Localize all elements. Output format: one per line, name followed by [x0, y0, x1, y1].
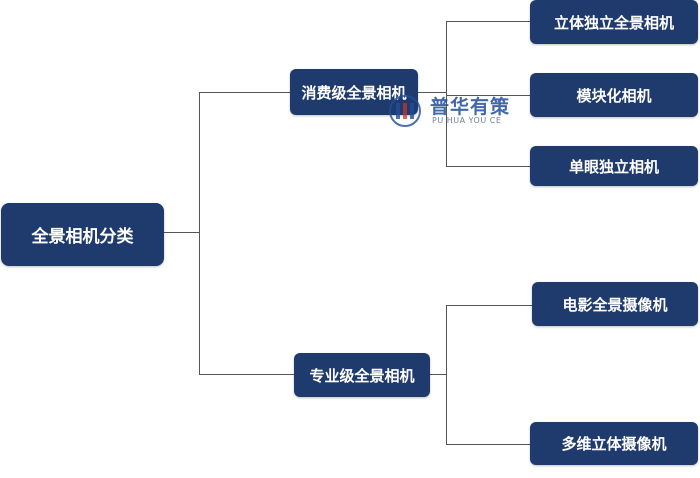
connector-consumer-to-child-2 — [446, 95, 530, 96]
root-label: 全景相机分类 — [31, 227, 134, 247]
connector-consumer-stem — [418, 92, 447, 93]
leaf-label-modular: 模块化相机 — [576, 86, 652, 105]
connector-consumer-to-child-1 — [446, 21, 530, 22]
leaf-node-cinema-panoramic: 电影全景摄像机 — [532, 282, 698, 326]
watermark-subtitle: PU HUA YOU CE — [432, 116, 502, 125]
connector-root-trunk — [199, 92, 200, 375]
leaf-node-multidimensional: 多维立体摄像机 — [530, 422, 698, 465]
connector-consumer-to-child-3 — [446, 166, 530, 167]
watermark-name: 普华有策 — [430, 96, 511, 118]
leaf-label-multidimensional: 多维立体摄像机 — [561, 435, 667, 453]
connector-professional-trunk — [446, 305, 447, 445]
root-node: 全景相机分类 — [1, 203, 164, 266]
connector-root-stem — [164, 232, 200, 233]
branch-label-professional: 专业级全景相机 — [309, 366, 415, 385]
branch-node-professional: 专业级全景相机 — [294, 353, 430, 397]
leaf-label-cinema-panoramic: 电影全景摄像机 — [562, 295, 668, 314]
leaf-label-single-lens: 单眼独立相机 — [568, 157, 659, 176]
connector-professional-to-child-1 — [446, 305, 532, 306]
branch-label-consumer: 消费级全景相机 — [301, 83, 407, 102]
leaf-node-modular: 模块化相机 — [530, 73, 698, 117]
leaf-label-stereo-standalone: 立体独立全景相机 — [553, 13, 674, 32]
branch-node-consumer: 消费级全景相机 — [290, 69, 418, 115]
connector-professional-stem — [430, 374, 447, 375]
connector-root-to-consumer — [199, 92, 290, 93]
leaf-node-single-lens: 单眼独立相机 — [530, 146, 698, 186]
connector-consumer-trunk — [446, 21, 447, 167]
connector-root-to-professional — [199, 374, 294, 375]
connector-professional-to-child-2 — [446, 444, 530, 445]
leaf-node-stereo-standalone: 立体独立全景相机 — [530, 0, 698, 44]
